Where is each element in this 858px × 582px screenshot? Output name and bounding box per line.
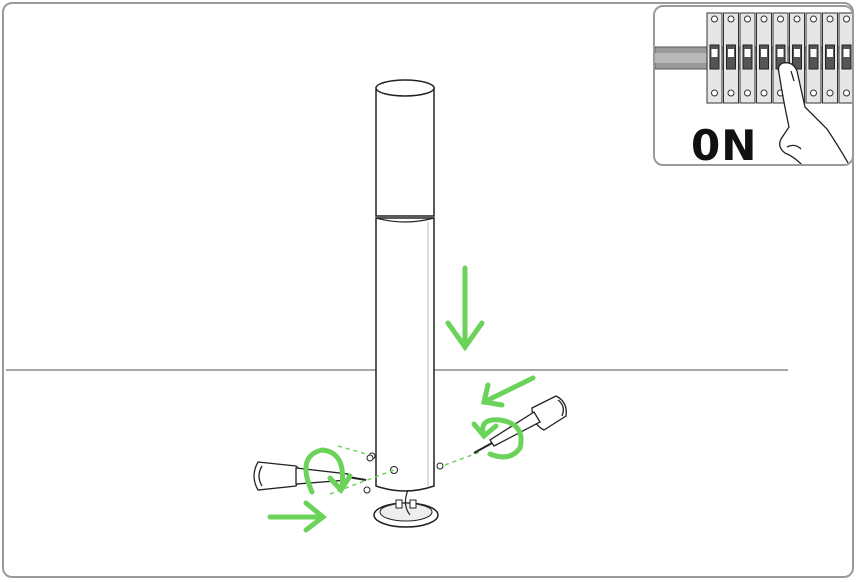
bollard-lamp-icon xyxy=(368,79,435,492)
circuit-breaker-icon xyxy=(706,12,723,104)
rotate-arrow-icon xyxy=(471,417,524,460)
circuit-breaker-icon xyxy=(805,12,822,104)
circuit-breaker-icon xyxy=(723,12,739,104)
rotate-arrow-icon xyxy=(303,447,353,495)
circuit-breaker-icon xyxy=(838,12,852,104)
arrow-down-icon xyxy=(445,265,485,352)
arrow-right-icon xyxy=(267,500,328,533)
hand-icon xyxy=(777,62,850,164)
circuit-breaker-row xyxy=(706,12,852,104)
circuit-breaker-panel xyxy=(655,12,852,164)
power-on-label: 0N xyxy=(691,121,758,166)
circuit-breaker-icon xyxy=(739,12,756,104)
arrow-left-icon xyxy=(480,375,536,408)
screw-icon xyxy=(363,454,444,494)
base-plate xyxy=(373,489,439,528)
circuit-breaker-icon xyxy=(822,12,838,104)
breaker-inset: 0N xyxy=(653,5,854,166)
circuit-breaker-icon xyxy=(756,12,772,104)
screwdriver-icon xyxy=(473,395,567,454)
